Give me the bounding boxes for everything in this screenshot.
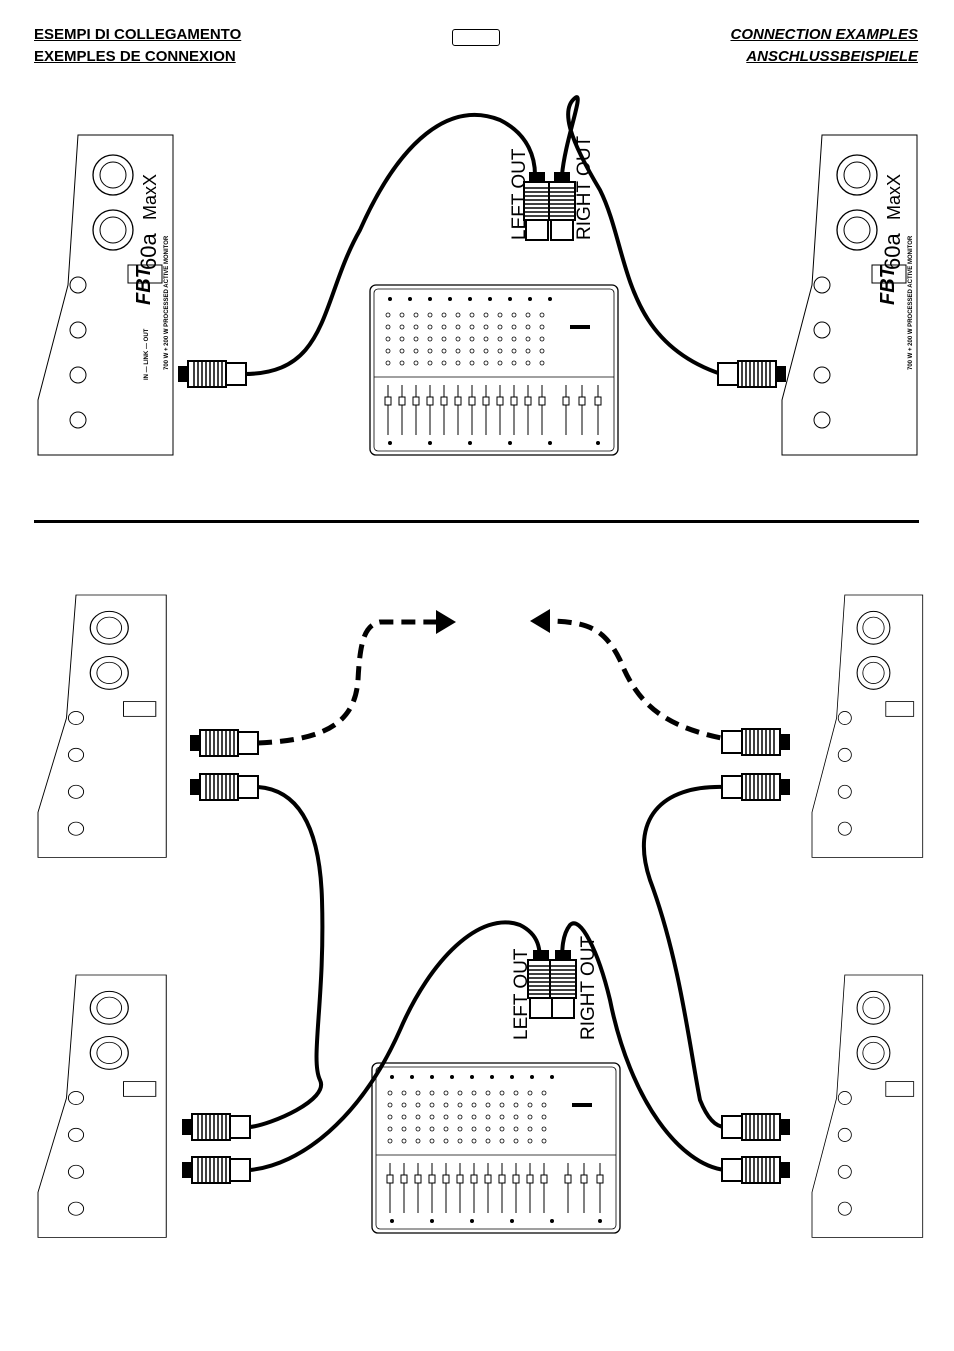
xlr-bottom-left-lower — [181, 1156, 251, 1184]
cable-right-out-top — [560, 95, 722, 376]
xlr-bottom-left-upper — [181, 1113, 251, 1141]
monitor-model-maxx: MaxX — [884, 174, 904, 220]
section-divider — [34, 520, 919, 523]
header-right: CONNECTION EXAMPLES ANSCHLUSSBEISPIELE — [730, 24, 918, 68]
mixer-top — [369, 284, 619, 456]
cable-left-mid — [249, 785, 325, 1129]
mixer-bottom — [371, 1062, 621, 1234]
monitor-power-spec: 700 W + 200 W PROCESSED ACTIVE MONITOR — [908, 235, 914, 370]
xlr-bottom-right-upper — [721, 1113, 791, 1141]
xlr-top-right — [717, 360, 787, 388]
monitor-top-right-text: FBT 60a MaxX 700 W + 200 W PROCESSED ACT… — [877, 174, 914, 370]
arrow-link-right — [530, 609, 550, 633]
xlr-mid-right-lower — [721, 773, 791, 801]
cable-right-mid — [641, 784, 726, 1129]
monitor-power-spec: 700 W + 200 W PROCESSED ACTIVE MONITOR — [164, 235, 170, 370]
dashed-link-left — [257, 619, 440, 746]
cable-left-out-bottom — [249, 920, 542, 1172]
label-left-out-bottom: LEFT OUT — [511, 948, 532, 1040]
dashed-link-right — [549, 618, 743, 745]
label-right-out-bottom: RIGHT OUT — [578, 935, 599, 1040]
monitor-mid-right — [811, 594, 924, 858]
page-number-box — [452, 29, 500, 46]
xlr-right-out-bottom — [549, 949, 577, 1019]
xlr-bottom-right-lower — [721, 1156, 791, 1184]
monitor-bottom-right — [811, 974, 924, 1238]
monitor-bottom-left — [37, 974, 167, 1239]
xlr-mid-left-upper — [189, 729, 259, 757]
label-left-out-top: LEFT OUT — [509, 148, 530, 240]
monitor-in-link-out: IN — LINK — OUT — [144, 328, 150, 380]
xlr-top-left — [177, 360, 247, 388]
monitor-brand: FBT — [133, 264, 155, 305]
header-title-en: CONNECTION EXAMPLES — [730, 26, 918, 43]
arrow-link-left — [436, 610, 456, 634]
monitor-brand: FBT — [877, 264, 899, 305]
monitor-model-maxx: MaxX — [140, 174, 160, 220]
cable-left-out-top — [243, 113, 537, 376]
monitor-top-left-text: FBT 60a MaxX 700 W + 200 W PROCESSED ACT… — [133, 174, 170, 380]
xlr-mid-left-lower — [189, 773, 259, 801]
cable-right-out-bottom — [560, 921, 726, 1172]
xlr-mid-right-upper — [721, 728, 791, 756]
header-title-it: ESEMPI DI COLLEGAMENTO — [34, 26, 242, 43]
monitor-mid-left — [37, 594, 167, 859]
header-title-fr: EXEMPLES DE CONNEXION — [34, 48, 236, 65]
xlr-right-out-top — [548, 171, 576, 241]
header-title-de: ANSCHLUSSBEISPIELE — [746, 48, 918, 65]
monitor-model-60a: 60a — [880, 233, 905, 270]
header-left: ESEMPI DI COLLEGAMENTO EXEMPLES DE CONNE… — [34, 24, 241, 68]
label-right-out-top: RIGHT OUT — [574, 135, 595, 240]
monitor-model-60a: 60a — [136, 233, 161, 270]
